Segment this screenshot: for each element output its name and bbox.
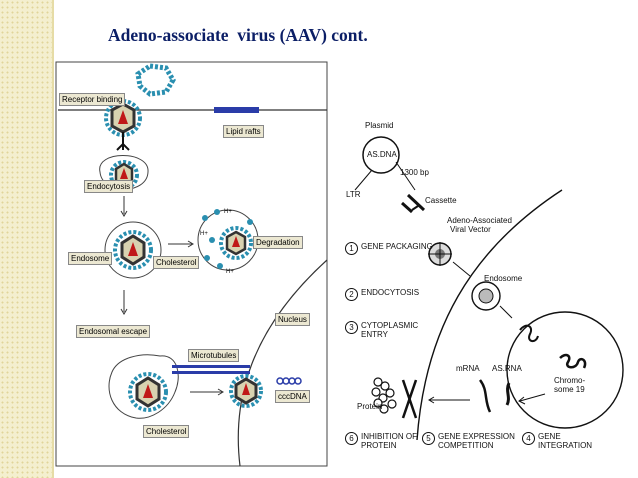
- step-6-line2: PROTEIN: [361, 441, 397, 450]
- label-endocytosis: Endocytosis: [84, 180, 134, 193]
- degradation-vesicle: [197, 209, 259, 271]
- virus-near-nucleus: [229, 374, 263, 408]
- lipid-raft: [214, 107, 259, 113]
- step-5-line2: COMPETITION: [438, 441, 494, 450]
- label-endosome-left: Endosome: [68, 252, 113, 265]
- microtubules: [172, 365, 250, 374]
- label-h-plus-3: H+: [226, 269, 234, 275]
- cassette-shape: [400, 193, 426, 214]
- step-2-number: 2: [345, 288, 358, 301]
- step-4-number: 4: [522, 432, 535, 445]
- label-ltr: LTR: [346, 190, 361, 199]
- cccdna-circles: [276, 377, 302, 385]
- step-5-line1: GENE EXPRESSION: [438, 432, 515, 441]
- label-cholesterol-top: Cholesterol: [153, 256, 200, 269]
- endosome-left: [104, 221, 162, 279]
- step-4-line2: INTEGRATION: [538, 441, 593, 450]
- endosome-right: [471, 281, 501, 311]
- step-5-number: 5: [422, 432, 435, 445]
- released-dna: [519, 324, 539, 342]
- label-lipid-rafts: Lipid rafts: [223, 125, 264, 138]
- decorative-dot-pattern: [0, 0, 52, 478]
- label-1300-bp: 1300 bp: [400, 168, 429, 177]
- label-chromosome-line1: Chromo-: [554, 376, 586, 385]
- viral-vector-particle: [428, 242, 452, 266]
- step-6-line1: INHIBITION OF: [361, 432, 417, 441]
- decorative-sidebar: [0, 0, 54, 478]
- label-chromosome-line2: some 19: [554, 385, 585, 394]
- label-cccdna: cccDNA: [275, 390, 310, 403]
- label-vector-line2: Viral Vector: [450, 225, 491, 234]
- free-virus-capsid: [135, 63, 176, 97]
- label-h-plus-2: H+: [200, 231, 208, 237]
- nucleus-membrane: [237, 259, 328, 467]
- as-rna-strand: [505, 382, 511, 406]
- label-as-dna: AS.DNA: [367, 150, 397, 159]
- step-3-line1: CYTOPLASMIC: [361, 321, 419, 330]
- step-3-line2: ENTRY: [361, 330, 388, 339]
- protein-beads: [371, 377, 397, 414]
- step-4-line1: GENE: [538, 432, 561, 441]
- label-h-plus-1: H+: [224, 209, 232, 215]
- plasmid-circle: [362, 136, 400, 174]
- label-endosome-right: Endosome: [484, 274, 523, 283]
- slide-title: Adeno-associate virus (AAV) cont.: [108, 25, 368, 45]
- label-vector-line1: Adeno-Associated: [447, 216, 512, 225]
- label-mrna: mRNA: [456, 364, 480, 373]
- step-1: 1 GENE PACKAGING: [345, 242, 433, 255]
- step-1-number: 1: [345, 242, 358, 255]
- escape-vesicle: [108, 354, 179, 419]
- step-2: 2 ENDOCYTOSIS: [345, 288, 419, 301]
- step-1-line1: GENE PACKAGING: [361, 242, 433, 251]
- label-plasmid: Plasmid: [365, 121, 394, 130]
- label-protein: Protein: [357, 402, 383, 411]
- cell-membrane-arc: [416, 189, 563, 441]
- label-receptor-binding: Receptor binding: [59, 93, 126, 106]
- label-cholesterol-bottom: Cholesterol: [143, 425, 190, 438]
- label-cassette: Cassette: [425, 196, 457, 205]
- chromosome-19: [559, 353, 587, 369]
- step-3-number: 3: [345, 321, 358, 334]
- label-microtubules: Microtubules: [188, 349, 240, 362]
- label-as-rna: AS.RNA: [492, 364, 522, 373]
- nucleus-circle: [506, 311, 624, 429]
- mrna-strand: [478, 379, 492, 413]
- bound-virus: [104, 99, 142, 151]
- label-nucleus: Nucleus: [275, 313, 310, 326]
- step-2-line1: ENDOCYTOSIS: [361, 288, 420, 297]
- inhibition-x: [401, 379, 418, 419]
- step-6-number: 6: [345, 432, 358, 445]
- label-degradation: Degradation: [253, 236, 303, 249]
- label-endosomal-escape: Endosomal escape: [76, 325, 151, 338]
